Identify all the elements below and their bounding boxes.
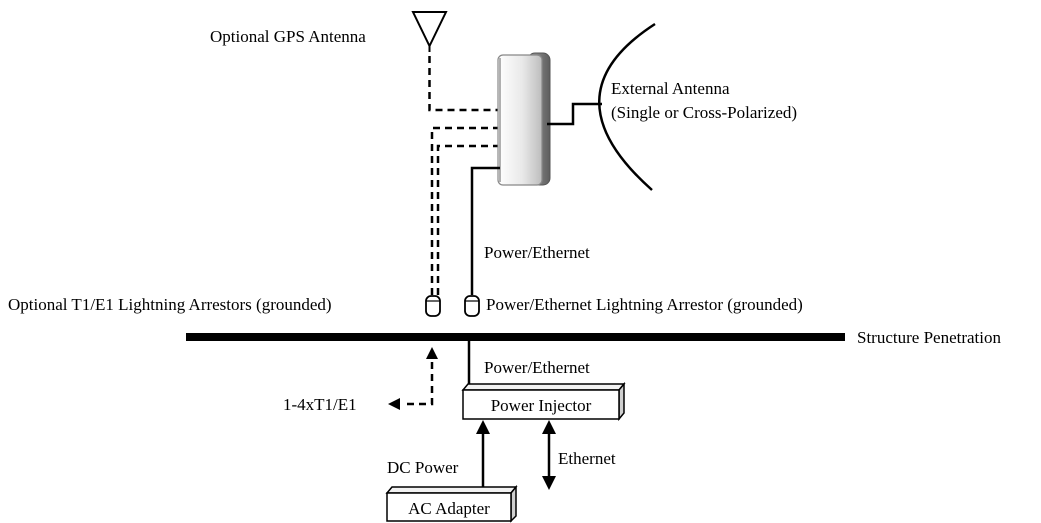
power-injector-box bbox=[461, 381, 626, 422]
gps-cable bbox=[428, 56, 500, 112]
ethernet-label: Ethernet bbox=[558, 449, 616, 468]
t1e1-cable-1 bbox=[430, 126, 500, 295]
radio-unit-icon bbox=[497, 52, 551, 186]
power-ethernet-label-lower: Power/Ethernet bbox=[484, 358, 590, 377]
external-antenna-label-2: (Single or Cross-Polarized) bbox=[611, 103, 797, 122]
power-ethernet-cable-upper bbox=[470, 166, 500, 295]
external-antenna-label-1: External Antenna bbox=[611, 79, 730, 98]
antenna-cable bbox=[547, 102, 602, 126]
ac-adapter-box bbox=[385, 484, 518, 523]
structure-penetration-label: Structure Penetration bbox=[857, 328, 1001, 347]
ac-adapter-label: AC Adapter bbox=[408, 499, 490, 518]
power-ethernet-label-upper: Power/Ethernet bbox=[484, 243, 590, 262]
t1e1-left-arrow-icon bbox=[388, 398, 400, 410]
dc-power-label: DC Power bbox=[387, 458, 459, 477]
t1e1-arrestors-label: Optional T1/E1 Lightning Arrestors (grou… bbox=[8, 295, 332, 314]
t1e1-up-arrow-icon bbox=[426, 347, 438, 359]
ethernet-up-arrow-icon bbox=[542, 420, 556, 434]
t1e1-ports-label: 1-4xT1/E1 bbox=[283, 395, 357, 414]
dc-power-up-arrow-icon bbox=[476, 420, 490, 434]
ethernet-down-arrow-icon bbox=[542, 476, 556, 490]
pe-arrestor-label: Power/Ethernet Lightning Arrestor (groun… bbox=[486, 295, 803, 314]
gps-antenna-label: Optional GPS Antenna bbox=[210, 27, 366, 46]
power-injector-label: Power Injector bbox=[491, 396, 592, 415]
pe-arrestor-icon bbox=[464, 295, 480, 317]
structure-penetration-bar bbox=[186, 333, 845, 341]
t1e1-cable-2 bbox=[436, 144, 500, 295]
t1e1-arrestor-icon bbox=[425, 295, 441, 317]
external-antenna-icon bbox=[598, 22, 656, 191]
t1e1-output-cable bbox=[402, 362, 434, 406]
gps-antenna-icon bbox=[411, 11, 448, 52]
